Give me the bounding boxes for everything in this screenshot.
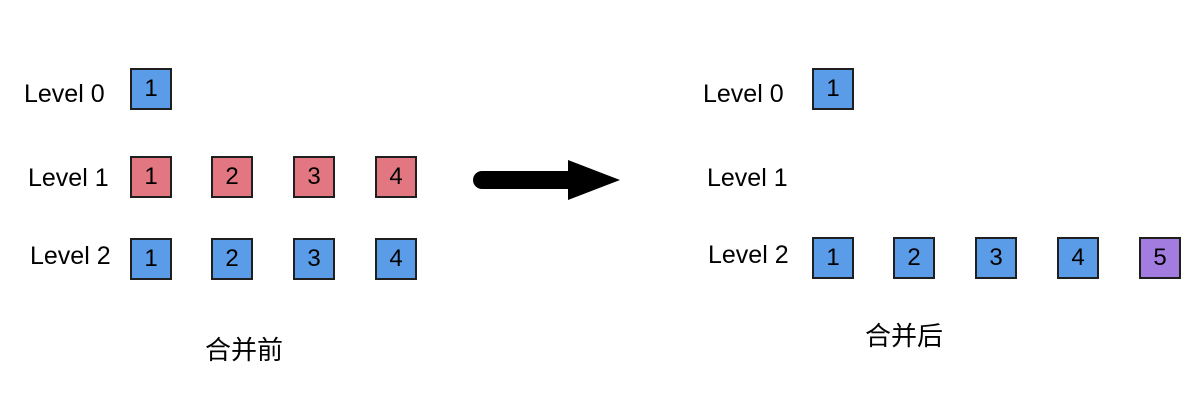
before-level-0-label: Level 0 — [24, 80, 105, 108]
before-level-1-file-box: 2 — [211, 156, 253, 198]
before-level-1-file-box: 3 — [293, 156, 335, 198]
before-level-2-file-box: 3 — [293, 238, 335, 280]
after-level-2-file-box: 3 — [975, 237, 1017, 279]
after-level-2-file-box: 1 — [812, 237, 854, 279]
after-panel: Level 0 Level 1 Level 2 1 1 2 3 4 5 合并后 — [680, 0, 1200, 412]
before-caption: 合并前 — [205, 335, 284, 365]
before-level-0-file-box: 1 — [130, 68, 172, 110]
after-level-2-file-box: 4 — [1057, 237, 1099, 279]
after-level-2-file-box: 2 — [893, 237, 935, 279]
before-level-2-file-box: 2 — [211, 238, 253, 280]
after-level-0-file-box: 1 — [812, 68, 854, 110]
right-arrow-icon — [473, 160, 620, 200]
before-level-1-label: Level 1 — [28, 164, 109, 192]
after-caption: 合并后 — [865, 321, 944, 351]
before-level-1-file-box: 4 — [375, 156, 417, 198]
after-level-1-label: Level 1 — [707, 164, 788, 192]
after-level-2-label: Level 2 — [708, 241, 789, 269]
after-level-2-new-file-box: 5 — [1139, 237, 1181, 279]
after-level-0-label: Level 0 — [703, 80, 784, 108]
before-level-2-file-box: 4 — [375, 238, 417, 280]
before-level-1-file-box: 1 — [130, 156, 172, 198]
before-level-2-label: Level 2 — [30, 242, 111, 270]
before-panel: Level 0 Level 1 Level 2 1 1 2 3 4 1 2 3 … — [0, 0, 460, 412]
before-level-2-file-box: 1 — [130, 238, 172, 280]
